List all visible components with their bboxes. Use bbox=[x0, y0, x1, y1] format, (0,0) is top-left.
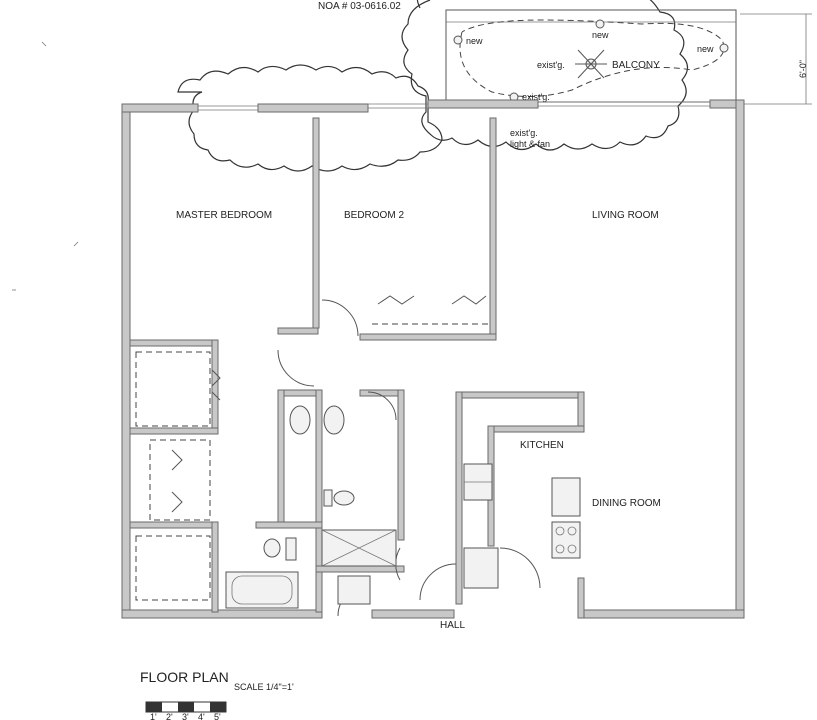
room-label-living-room: LIVING ROOM bbox=[592, 210, 659, 221]
margin-marks bbox=[12, 41, 79, 291]
revision-cloud-balcony bbox=[401, 0, 689, 151]
annotation-exist-light: exist'g. bbox=[522, 92, 550, 102]
bifold-door-bedroom2 bbox=[377, 295, 487, 305]
scale-tick-3: 3' bbox=[182, 712, 189, 720]
annotation-exist-fan: exist'g. bbox=[537, 60, 565, 70]
refrigerator-icon bbox=[551, 477, 581, 517]
annotation-exist-light-fan-2: light & fan bbox=[510, 139, 550, 149]
kitchen-fixtures bbox=[463, 463, 581, 589]
annotation-new-3: new bbox=[697, 44, 714, 54]
room-label-balcony: BALCONY bbox=[612, 60, 660, 71]
toilet-icon-1 bbox=[333, 490, 355, 506]
pantry-icon bbox=[463, 547, 499, 589]
master-closet-1 bbox=[135, 351, 211, 427]
room-label-hall: HALL bbox=[440, 620, 465, 631]
scale-bar bbox=[145, 701, 227, 713]
annotation-exist-light-fan-1: exist'g. bbox=[510, 128, 538, 138]
ceiling-fan-symbol bbox=[575, 49, 607, 79]
noa-number: NOA # 03-0616.02 bbox=[318, 1, 401, 12]
room-label-kitchen: KITCHEN bbox=[520, 440, 564, 451]
annotation-new-2: new bbox=[592, 30, 609, 40]
sink-icon-2 bbox=[323, 405, 345, 435]
annotation-new-1: new bbox=[466, 36, 483, 46]
new-light-icon-1 bbox=[453, 35, 463, 45]
scale-tick-2: 2' bbox=[166, 712, 173, 720]
balcony-dimension: 6'-0" bbox=[798, 60, 808, 78]
bathroom-fixtures bbox=[225, 405, 397, 609]
revision-cloud-bedrooms bbox=[177, 64, 443, 172]
drawing-title: FLOOR PLAN bbox=[140, 669, 229, 685]
new-light-icon-2 bbox=[595, 19, 605, 29]
scale-tick-4: 4' bbox=[198, 712, 205, 720]
windows bbox=[198, 101, 710, 111]
room-label-master-bedroom: MASTER BEDROOM bbox=[176, 210, 272, 221]
scale-tick-1: 1' bbox=[150, 712, 157, 720]
exterior-walls bbox=[121, 99, 745, 619]
scale-tick-5: 5' bbox=[214, 712, 221, 720]
bathtub-icon bbox=[225, 571, 299, 609]
room-label-bedroom-2: BEDROOM 2 bbox=[344, 210, 404, 221]
toilet-icon-2 bbox=[263, 538, 281, 558]
room-label-dining-room: DINING ROOM bbox=[592, 498, 661, 509]
balcony-wiring-dashed bbox=[459, 19, 725, 97]
interior-walls bbox=[129, 117, 585, 619]
master-closet-2 bbox=[149, 439, 211, 521]
master-closet-3 bbox=[135, 535, 211, 601]
stove-icon bbox=[551, 521, 581, 559]
sink-icon-1 bbox=[289, 405, 311, 435]
new-light-icon-3 bbox=[719, 43, 729, 53]
utility-closet-icon bbox=[337, 575, 371, 605]
drawing-scale: SCALE 1/4"=1' bbox=[234, 682, 294, 692]
bifold-door-master bbox=[171, 369, 221, 513]
